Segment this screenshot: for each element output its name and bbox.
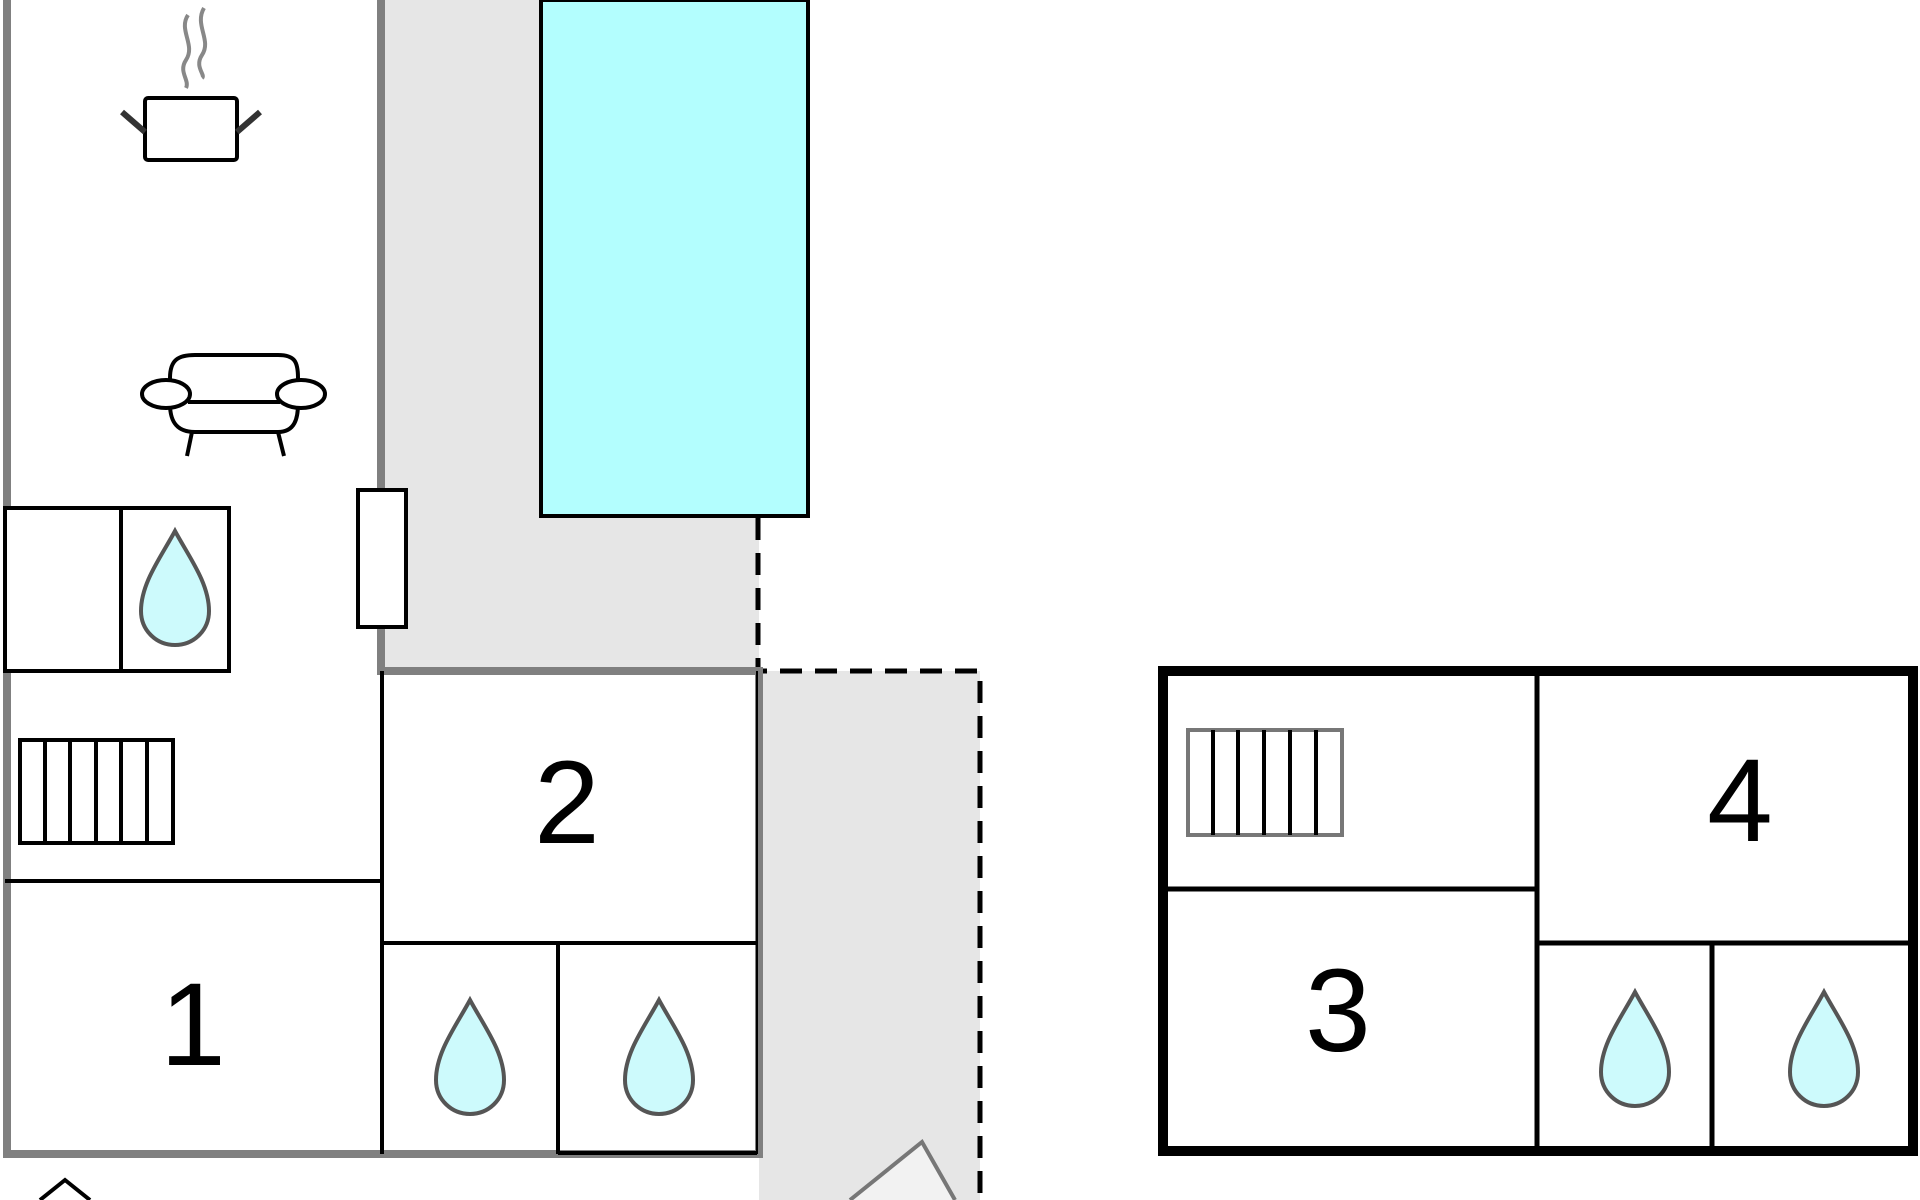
staircase-icon [18, 738, 175, 845]
staircase-icon [1186, 728, 1344, 837]
cooking-pot-icon [120, 6, 262, 162]
storage-room [3, 506, 123, 673]
room-label: 4 [1707, 735, 1773, 867]
entrance-arrow-icon [38, 1177, 92, 1200]
water-drop-icon [623, 998, 695, 1116]
swimming-pool [539, 0, 810, 518]
room-label: 2 [534, 737, 600, 869]
terrace-lower [759, 671, 980, 1200]
room-label: 1 [160, 959, 226, 1091]
terrace-boundary-dashed [755, 518, 983, 1200]
room-label: 3 [1305, 945, 1371, 1077]
entrance-step [848, 1138, 957, 1200]
sofa-icon [140, 353, 327, 457]
door-element [356, 488, 408, 629]
water-drop-icon [434, 998, 506, 1116]
